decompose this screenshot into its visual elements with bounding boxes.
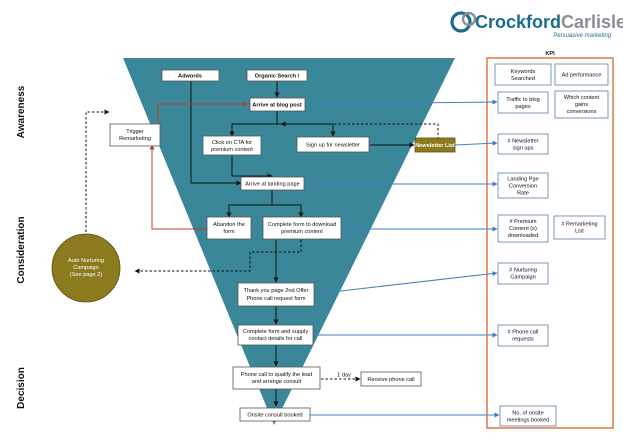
svg-text:# Nurturing: # Nurturing: [509, 268, 537, 274]
node-landing-page: Arrive at landing page: [240, 176, 305, 191]
svg-text:sign ups: sign ups: [513, 146, 534, 152]
node-adwords: Adwords: [161, 69, 220, 82]
svg-text:Ad performance: Ad performance: [562, 73, 602, 79]
node-signup-newsletter: Sign up for newsletter: [296, 136, 370, 153]
dashed-complete-nurture: [134, 240, 302, 274]
kpi-keywords-searched: Keywords Searched: [494, 63, 552, 86]
svg-text:Campaign: Campaign: [510, 275, 536, 281]
svg-text:contact details for call: contact details for call: [249, 336, 303, 342]
svg-text:Trigger: Trigger: [126, 129, 144, 135]
logo: CrockfordCarlisle Persuasive marketing: [450, 11, 623, 39]
node-click-cta: Click on CTA for premium content: [202, 135, 262, 156]
dashed-newsletter-blog: [280, 121, 439, 146]
logo-mark-icon: [450, 11, 477, 33]
svg-text:Newsletter List: Newsletter List: [415, 143, 455, 149]
svg-text:Rate: Rate: [517, 191, 529, 197]
svg-text:# Phone call: # Phone call: [508, 330, 539, 336]
kpi-remarketing-list: # Remarketing List: [553, 215, 606, 240]
kpi-phone-requests: # Phone call requests: [497, 324, 549, 347]
node-supply-contact: Complete form and supply contact details…: [237, 324, 314, 346]
kpi-ad-performance: Ad performance: [554, 63, 609, 86]
svg-text:# Remarketing: # Remarketing: [561, 222, 597, 228]
label-one-day: 1 day: [337, 373, 351, 379]
svg-text:(See page 2): (See page 2): [70, 272, 102, 278]
svg-text:Arrive at blog post: Arrive at blog post: [252, 103, 302, 109]
kpi-nurturing-campaign: # Nurturing Campaign: [497, 262, 549, 285]
svg-text:Content (s): Content (s): [509, 226, 537, 232]
arrow-landing-complete: [272, 204, 304, 218]
node-trigger-remarketing: Trigger Remarketing: [109, 123, 161, 147]
svg-text:pages: pages: [515, 104, 530, 110]
blue-blog-traffic: [305, 99, 498, 105]
svg-text:Organic Search /: Organic Search /: [255, 74, 300, 80]
blue-thankyou-nurturing: [313, 271, 498, 295]
svg-text:downloaded: downloaded: [508, 233, 538, 239]
svg-text:Searched: Searched: [511, 76, 535, 82]
node-newsletter-list: Newsletter List: [414, 137, 456, 153]
svg-text:Arrive at landing page: Arrive at landing page: [245, 182, 299, 188]
arrow-blog-cta: [229, 111, 278, 137]
logo-wordmark: CrockfordCarlisle: [475, 12, 623, 32]
node-thank-you-page: Thank you page 2nd Offer Phone call requ…: [237, 282, 315, 307]
svg-text:Auto Nurturing: Auto Nurturing: [68, 258, 104, 264]
dashed-nurture-trigger: [85, 109, 110, 241]
node-organic-search: Organic Search /: [246, 69, 308, 82]
node-blog-post: Arrive at blog post: [249, 97, 306, 112]
node-qualify-call: Phone call to qualify the lead and arran…: [232, 366, 321, 390]
svg-text:Keywords: Keywords: [511, 69, 536, 75]
svg-text:Which content: Which content: [564, 95, 600, 101]
logo-tagline: Persuasive marketing: [553, 33, 611, 39]
svg-text:Conversion: Conversion: [509, 184, 537, 190]
svg-text:Click on CTA for: Click on CTA for: [212, 140, 252, 146]
arrow-landing-abandon: [226, 190, 273, 218]
svg-text:and arrange consult: and arrange consult: [252, 379, 302, 385]
kpi-title: KPI: [545, 51, 555, 57]
node-abandon-form: Abandon the form: [206, 216, 252, 240]
node-complete-form: Complete form to download premium conten…: [262, 216, 342, 240]
kpi-traffic-blog: Traffic to blog pages: [497, 91, 549, 114]
svg-text:Complete form to download: Complete form to download: [268, 222, 336, 228]
svg-text:Adwords: Adwords: [178, 74, 202, 80]
svg-text:Abandon the: Abandon the: [213, 222, 245, 228]
svg-text:No. of onsite: No. of onsite: [512, 411, 543, 417]
svg-text:# Premium: # Premium: [509, 219, 536, 225]
svg-text:Traffic to blog: Traffic to blog: [506, 97, 540, 103]
kpi-landing-conversion: Landing Pge Conversion Rate: [497, 172, 549, 199]
svg-text:Receive phone call: Receive phone call: [367, 377, 414, 383]
node-receive-call: Receive phone call: [360, 371, 422, 387]
kpi-panel: [486, 57, 614, 429]
svg-text:meetings booked: meetings booked: [507, 418, 550, 424]
red-abandon-trigger: [149, 144, 206, 230]
svg-text:Onsite consult booked: Onsite consult booked: [247, 413, 302, 419]
node-auto-nurturing: Auto Nurturing Campaign (See page 2): [51, 233, 121, 303]
svg-text:Phone call to qualify the lead: Phone call to qualify the lead: [241, 372, 313, 378]
kpi-onsite-meetings: No. of onsite meetings booked: [499, 405, 557, 427]
kpi-which-content: Which content gains conversions: [554, 90, 609, 119]
svg-text:requests: requests: [512, 337, 534, 343]
kpi-premium-downloaded: # Premium Content (s) downloaded: [497, 214, 549, 243]
stage-decision: Decision: [16, 367, 27, 409]
svg-text:# Newsletter: # Newsletter: [507, 139, 538, 145]
svg-text:gains: gains: [575, 102, 589, 108]
svg-text:Campaign: Campaign: [73, 265, 99, 271]
svg-text:Complete form and supply: Complete form and supply: [243, 329, 308, 335]
svg-text:Thank you page 2nd Offer: Thank you page 2nd Offer: [244, 288, 309, 294]
kpi-newsletter-signups: # Newsletter sign ups: [497, 133, 549, 155]
svg-text:List: List: [575, 229, 584, 235]
svg-text:Remarketing: Remarketing: [119, 136, 151, 142]
svg-text:Sign up for newsletter: Sign up for newsletter: [306, 143, 360, 149]
svg-text:premium content: premium content: [211, 147, 253, 153]
stage-awareness: Awareness: [16, 85, 27, 138]
svg-text:form: form: [223, 229, 235, 235]
svg-text:Landing Pge: Landing Pge: [507, 177, 538, 183]
svg-text:conversions: conversions: [567, 109, 597, 115]
blue-newsletter-signups: [454, 140, 498, 146]
stage-consideration: Consideration: [16, 216, 27, 283]
svg-text:premium content: premium content: [281, 229, 323, 235]
node-onsite-consult: Onsite consult booked: [239, 407, 311, 422]
svg-text:Phone call request form: Phone call request form: [246, 296, 305, 302]
